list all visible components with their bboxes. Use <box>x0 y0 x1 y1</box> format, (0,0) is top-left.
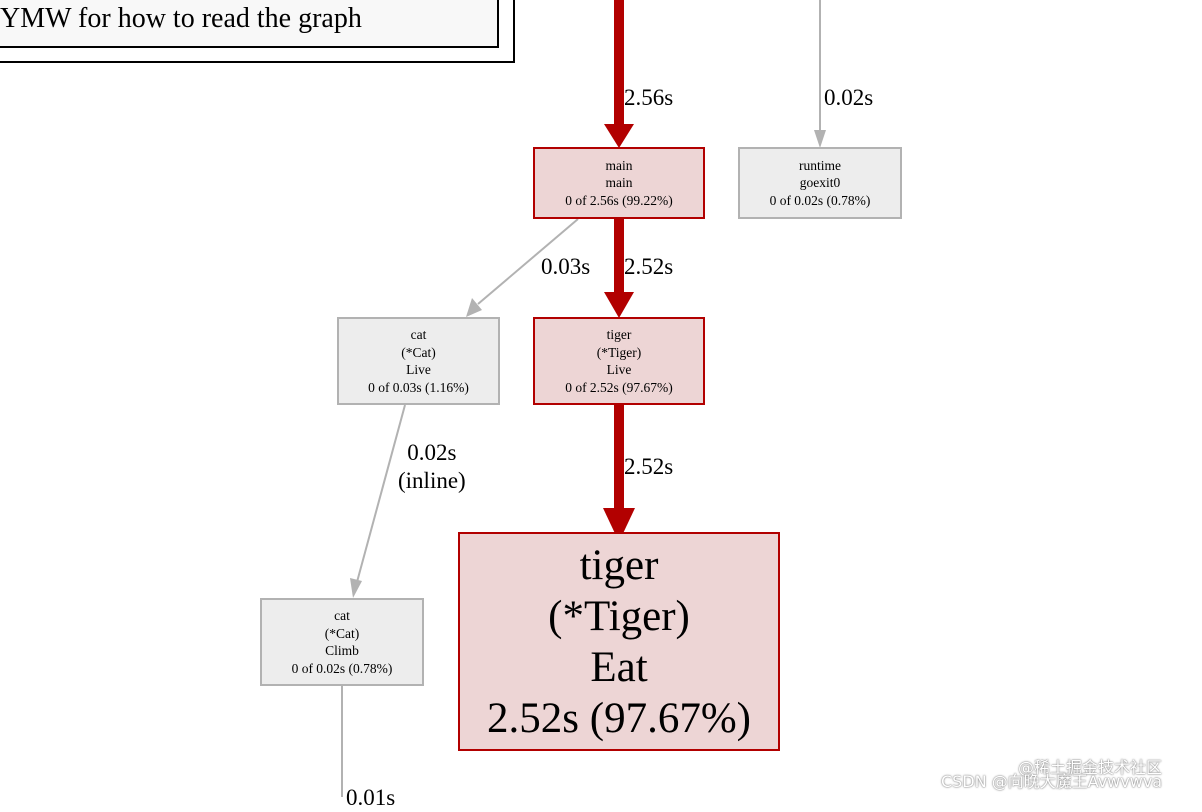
node-cat-live-line-2: (*Cat) <box>401 344 436 360</box>
node-cat-live-line-4: 0 of 0.03s (1.16%) <box>368 379 469 395</box>
node-cat-climb[interactable]: cat (*Cat) Climb 0 of 0.02s (0.78%) <box>260 598 424 686</box>
edge-label-cat-live-to-climb-inline: (inline) <box>398 468 466 493</box>
edge-cat-live-to-climb-arrowhead <box>350 578 362 598</box>
watermark-csdn: CSDN @向晚大魔王Avwvwva <box>941 772 1163 791</box>
edge-tiger-live-to-eat-arrowhead <box>603 508 635 542</box>
node-runtime-line-3: 0 of 0.02s (0.78%) <box>769 192 871 208</box>
edge-label-main-to-cat-live: 0.03s <box>541 254 591 279</box>
edge-label-into-main: 2.56s <box>624 85 674 110</box>
node-cat-climb-line-4: 0 of 0.02s (0.78%) <box>291 660 393 676</box>
edge-into-main-arrowhead <box>604 124 634 148</box>
node-cat-live-line-3: Live <box>406 362 431 377</box>
legend-text: YMW for how to read the graph <box>0 3 362 34</box>
node-main-line-3: 0 of 2.56s (99.22%) <box>565 192 673 208</box>
edge-cat-live-to-climb <box>356 404 406 583</box>
node-main-main[interactable]: main main 0 of 2.56s (99.22%) <box>533 147 705 219</box>
node-tiger-eat-line-1: tiger <box>579 541 659 589</box>
node-cat-live[interactable]: cat (*Cat) Live 0 of 0.03s (1.16%) <box>337 317 500 405</box>
node-cat-climb-line-2: (*Cat) <box>324 625 360 641</box>
node-runtime-line-1: runtime <box>799 157 841 173</box>
node-cat-live-line-1: cat <box>410 327 427 342</box>
edge-label-main-to-tiger-live: 2.52s <box>624 254 674 279</box>
edge-main-to-tiger-live-arrowhead <box>604 292 634 318</box>
node-main-line-2: main <box>605 175 633 191</box>
node-tiger-live-line-4: 0 of 2.52s (97.67%) <box>565 379 673 395</box>
node-tiger-eat-line-3: Eat <box>590 643 648 691</box>
node-tiger-eat-line-4: 2.52s (97.67%) <box>487 694 751 742</box>
edge-label-cat-live-to-climb-time: 0.02s <box>407 440 457 465</box>
node-main-line-1: main <box>605 157 633 173</box>
edge-main-to-cat-live-arrowhead <box>466 298 482 317</box>
node-runtime-goexit0[interactable]: runtime goexit0 0 of 0.02s (0.78%) <box>738 147 902 219</box>
node-cat-climb-line-1: cat <box>334 608 350 623</box>
node-tiger-live-line-1: tiger <box>606 327 632 342</box>
edge-label-tiger-live-to-eat: 2.52s <box>624 454 674 479</box>
watermark-juejin: @稀土掘金技术社区 <box>1018 758 1163 777</box>
node-cat-climb-line-3: Climb <box>325 643 359 658</box>
node-tiger-eat[interactable]: tiger (*Tiger) Eat 2.52s (97.67%) <box>458 532 780 751</box>
edge-label-climb-out: 0.01s <box>346 785 396 810</box>
node-tiger-live-line-2: (*Tiger) <box>596 344 642 360</box>
node-tiger-live[interactable]: tiger (*Tiger) Live 0 of 2.52s (97.67%) <box>533 317 705 405</box>
legend-box: YMW for how to read the graph <box>0 0 499 48</box>
edge-label-cat-live-to-climb: 0.02s (inline) <box>398 439 466 495</box>
edge-label-into-runtime: 0.02s <box>824 85 874 110</box>
node-tiger-eat-line-2: (*Tiger) <box>548 592 690 640</box>
node-runtime-line-2: goexit0 <box>799 175 841 191</box>
edge-into-runtime-arrowhead <box>814 130 826 148</box>
node-tiger-live-line-3: Live <box>606 362 632 377</box>
edge-main-to-cat-live <box>477 218 579 305</box>
